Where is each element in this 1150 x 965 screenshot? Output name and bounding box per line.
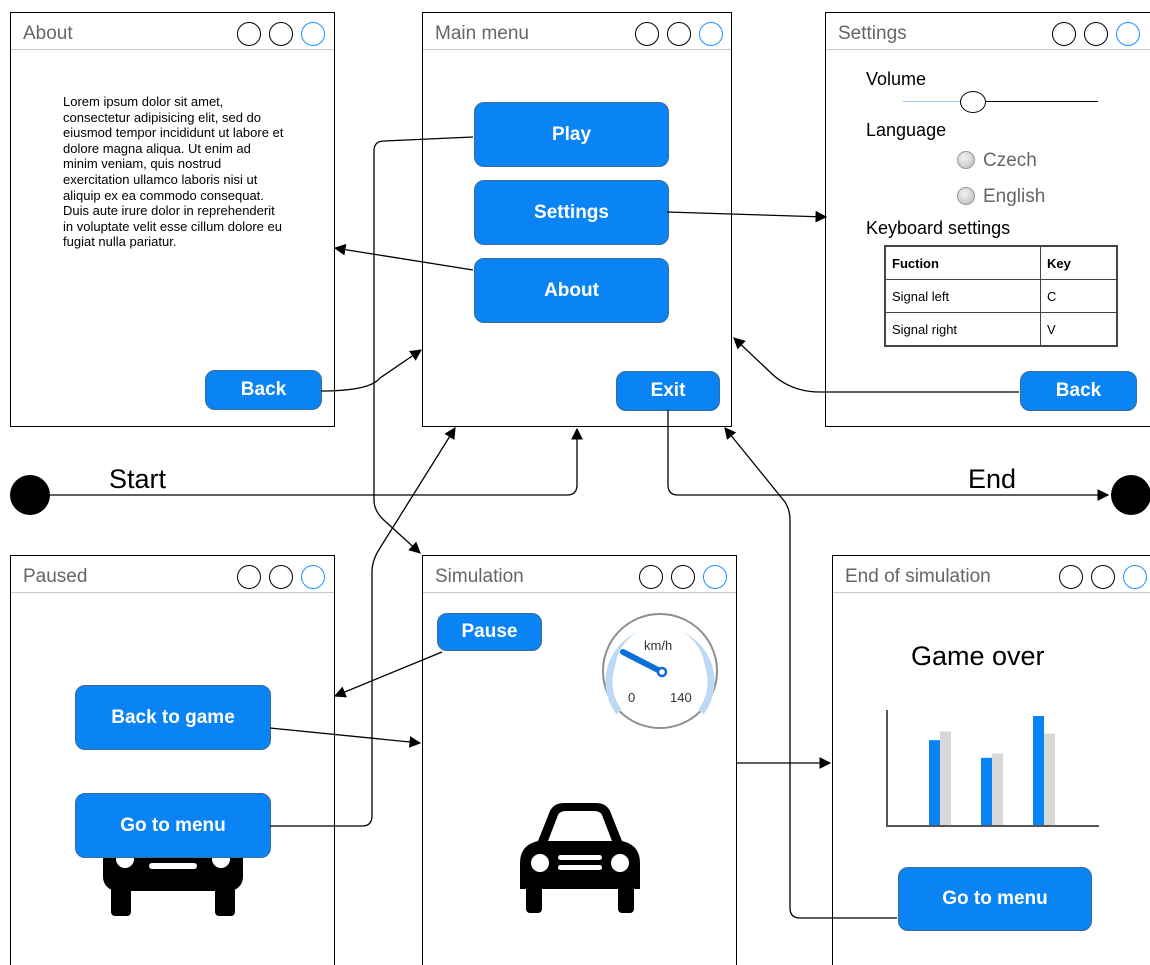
go-to-menu-button[interactable]: Go to menu	[898, 867, 1092, 931]
chart-axes	[886, 710, 1099, 827]
window-control-icon[interactable]	[1084, 22, 1108, 46]
pause-button[interactable]: Pause	[437, 613, 542, 651]
end-label: End	[968, 464, 1017, 494]
back-to-game-button[interactable]: Back to game	[75, 685, 271, 750]
chart-bar	[1033, 716, 1044, 826]
arrow-settings-back-to-menu	[733, 337, 1019, 393]
window-control-icon[interactable]	[237, 565, 261, 589]
about-button[interactable]: About	[474, 258, 669, 323]
window-title: Settings	[838, 23, 907, 44]
game-over-heading: Game over	[911, 641, 1045, 671]
table-cell[interactable]: C	[1040, 279, 1118, 313]
chart-bar	[981, 757, 992, 826]
title-bar: End of simulation	[833, 556, 1150, 593]
window-control-icon[interactable]	[699, 22, 723, 46]
window-control-icon[interactable]	[671, 565, 695, 589]
go-to-menu-button[interactable]: Go to menu	[75, 793, 271, 858]
slider-track-filled	[903, 101, 969, 102]
about-window: About Lorem ipsum dolor sit amet, consec…	[10, 12, 335, 427]
volume-slider[interactable]	[903, 91, 1098, 113]
arrow-end-go-to-menu-to-main-menu	[724, 427, 897, 919]
back-button[interactable]: Back	[1020, 371, 1137, 411]
speedometer: km/h 0 140	[601, 612, 719, 730]
back-button[interactable]: Back	[205, 370, 322, 410]
window-control-icon[interactable]	[269, 565, 293, 589]
speedometer-min: 0	[628, 690, 636, 705]
title-bar: About	[11, 13, 334, 50]
chart-bar	[992, 753, 1003, 826]
results-chart	[886, 710, 1099, 827]
window-control-icon[interactable]	[703, 565, 727, 589]
title-bar: Paused	[11, 556, 334, 593]
speedometer-dial	[602, 613, 718, 729]
window-control-icon[interactable]	[269, 22, 293, 46]
arrow-exit-to-end	[667, 410, 1110, 501]
table-row[interactable]: Signal right V	[884, 312, 1118, 347]
table-header-row: Fuction Key	[884, 245, 1118, 280]
window-control-icon[interactable]	[635, 22, 659, 46]
title-bar: Settings	[826, 13, 1150, 50]
slider-handle[interactable]	[960, 91, 986, 113]
keyboard-settings-label: Keyboard settings	[866, 218, 1011, 238]
arrow-about-to-about-window	[333, 243, 474, 271]
arrow-go-to-menu-to-main-menu	[270, 427, 456, 827]
window-control-icon[interactable]	[1116, 22, 1140, 46]
chart-bar	[940, 731, 951, 826]
window-control-icon[interactable]	[301, 22, 325, 46]
arrow-settings-to-settings-window	[666, 210, 828, 223]
title-bar: Simulation	[423, 556, 736, 593]
slider-track	[969, 101, 1098, 102]
main-menu-window: Main menu Play Settings About Exit	[422, 12, 732, 427]
radio-label-english: English	[983, 186, 1046, 207]
window-control-icon[interactable]	[1052, 22, 1076, 46]
window-control-icon[interactable]	[667, 22, 691, 46]
table-row[interactable]: Signal left C	[884, 279, 1118, 313]
title-bar: Main menu	[423, 13, 731, 50]
window-control-icon[interactable]	[1123, 565, 1147, 589]
window-control-icon[interactable]	[301, 565, 325, 589]
volume-label: Volume	[866, 69, 927, 89]
window-title: Paused	[23, 566, 88, 587]
radio-label-czech: Czech	[983, 150, 1037, 171]
paused-window: Paused Back to game Go to menu	[10, 555, 335, 965]
speedometer-max: 140	[670, 690, 692, 705]
radio-czech[interactable]	[957, 151, 975, 169]
simulation-window: Simulation Pause km/h 0 140	[422, 555, 737, 965]
speedometer-unit: km/h	[644, 638, 673, 653]
window-control-icon[interactable]	[639, 565, 663, 589]
arrow-pause-to-paused-window	[333, 651, 443, 698]
language-label: Language	[866, 120, 947, 140]
exit-button[interactable]: Exit	[616, 371, 720, 411]
window-title: End of simulation	[845, 566, 991, 587]
window-control-icon[interactable]	[1059, 565, 1083, 589]
end-of-simulation-window: End of simulation Game over Go to menu	[832, 555, 1150, 965]
chart-bar	[929, 740, 940, 826]
window-control-icon[interactable]	[237, 22, 261, 46]
car-icon	[520, 803, 640, 913]
keyboard-table: Fuction Key Signal left C Signal right V	[884, 245, 1118, 347]
settings-window: Settings Volume Language Czech English K…	[825, 12, 1150, 427]
start-node	[10, 475, 50, 515]
chart-bar	[1044, 733, 1055, 826]
arrow-back-to-game-to-simulation	[269, 727, 422, 748]
window-title: Main menu	[435, 23, 529, 44]
arrow-about-back-to-menu	[320, 349, 422, 392]
column-header: Key	[1040, 245, 1118, 280]
radio-english[interactable]	[957, 187, 975, 205]
column-header: Fuction	[884, 245, 1041, 280]
table-cell: Signal right	[884, 312, 1041, 347]
play-button[interactable]: Play	[474, 102, 669, 167]
arrow-start-to-menu	[50, 427, 583, 496]
table-cell[interactable]: V	[1040, 312, 1118, 347]
end-node	[1111, 475, 1150, 515]
settings-button[interactable]: Settings	[474, 180, 669, 245]
start-label: Start	[109, 464, 167, 494]
window-title: Simulation	[435, 566, 524, 587]
window-control-icon[interactable]	[1091, 565, 1115, 589]
arrow-play-to-simulation	[373, 136, 474, 554]
table-cell: Signal left	[884, 279, 1041, 313]
about-text: Lorem ipsum dolor sit amet, consectetur …	[63, 94, 284, 250]
window-title: About	[23, 23, 73, 44]
